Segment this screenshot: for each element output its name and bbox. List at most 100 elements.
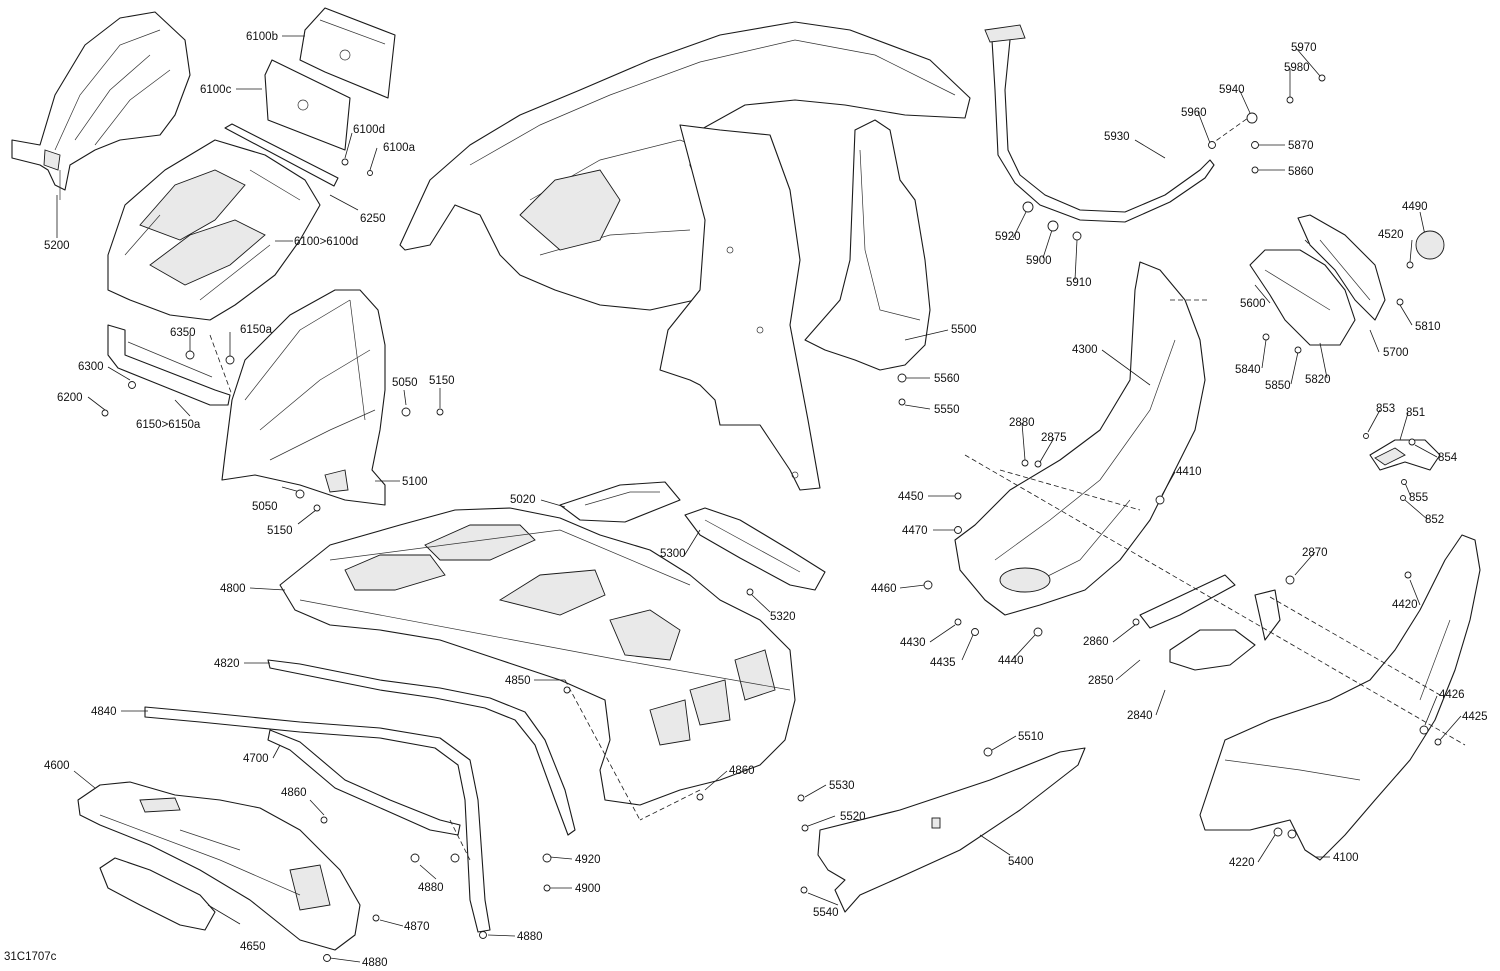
callout-5920: 5920 — [995, 231, 1021, 243]
callout-6100b: 6100b — [246, 31, 278, 43]
callout-4850: 4850 — [505, 675, 531, 687]
callout-5400: 5400 — [1008, 856, 1034, 868]
callout-labels: 5200 6100b 6100c 6100d 6100a 6250 6100>6… — [4, 31, 1488, 969]
callout-5300: 5300 — [660, 548, 686, 560]
callout-4700: 4700 — [243, 753, 269, 765]
side-cover-5500 — [804, 119, 931, 371]
tray-5020 — [559, 481, 681, 523]
callout-5050-top: 5050 — [392, 377, 418, 389]
callout-5550: 5550 — [934, 404, 960, 416]
cover-5300 — [684, 507, 826, 591]
callout-6100a: 6100a — [383, 142, 416, 154]
callout-5600: 5600 — [1240, 298, 1266, 310]
callout-4870: 4870 — [404, 921, 430, 933]
side-panel-5100 — [221, 289, 386, 506]
callout-6200: 6200 — [57, 392, 83, 404]
callout-5150-top: 5150 — [429, 375, 455, 387]
fender-4300 — [954, 261, 1206, 616]
callout-4440: 4440 — [998, 655, 1024, 667]
callout-6150-6150a: 6150>6150a — [136, 419, 201, 431]
callout-5200: 5200 — [44, 240, 70, 252]
fasteners — [101, 74, 1445, 962]
callout-4450: 4450 — [898, 491, 924, 503]
rear-fender-4100 — [1199, 534, 1481, 861]
callout-5870: 5870 — [1288, 140, 1314, 152]
callout-4880-bottom: 4880 — [362, 957, 388, 969]
callout-6100-6100d: 6100>6100d — [294, 236, 358, 248]
cover-plate-6100b — [299, 7, 396, 99]
callout-4430: 4430 — [900, 637, 926, 649]
callout-6250: 6250 — [360, 213, 386, 225]
part-drawings — [11, 7, 1481, 951]
bracket-6150 — [107, 324, 231, 406]
callout-4490: 4490 — [1402, 201, 1428, 213]
callout-5860: 5860 — [1288, 166, 1314, 178]
callout-4650: 4650 — [240, 941, 266, 953]
callout-6100d: 6100d — [353, 124, 385, 136]
bracket-2840 — [1139, 574, 1281, 671]
callout-5560: 5560 — [934, 373, 960, 385]
callout-4410: 4410 — [1176, 466, 1202, 478]
callout-5320: 5320 — [770, 611, 796, 623]
callout-4425: 4425 — [1462, 711, 1488, 723]
callout-2870: 2870 — [1302, 547, 1328, 559]
side-panel-5200 — [11, 11, 191, 200]
rail-tubes — [144, 659, 576, 933]
callout-5840: 5840 — [1235, 364, 1261, 376]
callout-4460: 4460 — [871, 583, 897, 595]
callout-4820: 4820 — [214, 658, 240, 670]
callout-2875: 2875 — [1041, 432, 1067, 444]
grab-bar-5930 — [984, 24, 1215, 223]
callout-5700: 5700 — [1383, 347, 1409, 359]
callout-4880-right: 4880 — [517, 931, 543, 943]
main-frame — [399, 21, 971, 491]
callout-5850: 5850 — [1265, 380, 1291, 392]
callout-6100c: 6100c — [200, 84, 232, 96]
callout-4520: 4520 — [1378, 229, 1404, 241]
callout-854: 854 — [1438, 452, 1458, 464]
callout-6150a: 6150a — [240, 324, 273, 336]
rear-rack-4800 — [279, 507, 796, 806]
tail-light-assembly — [1249, 214, 1386, 346]
cover-plate-6100c — [264, 59, 351, 151]
callout-4800: 4800 — [220, 583, 246, 595]
callout-855: 855 — [1409, 492, 1428, 504]
callout-4860-left: 4860 — [281, 787, 307, 799]
strip-6250 — [224, 123, 339, 187]
callout-6350: 6350 — [170, 327, 196, 339]
callout-4220: 4220 — [1229, 857, 1255, 869]
callout-851: 851 — [1406, 407, 1425, 419]
callout-5520: 5520 — [840, 811, 866, 823]
callout-5530: 5530 — [829, 780, 855, 792]
callout-5970: 5970 — [1291, 42, 1317, 54]
callout-2860: 2860 — [1083, 636, 1109, 648]
callout-5510: 5510 — [1018, 731, 1044, 743]
top-panel-6100 — [107, 139, 321, 321]
step-panel-4600 — [77, 781, 361, 951]
callout-4420: 4420 — [1392, 599, 1418, 611]
leader-lines — [56, 35, 1462, 963]
callout-4600: 4600 — [44, 760, 70, 772]
callout-4920: 4920 — [575, 854, 601, 866]
light-851 — [1369, 439, 1441, 471]
callout-4860-right: 4860 — [729, 765, 755, 777]
callout-5050-bottom: 5050 — [252, 501, 278, 513]
callout-4435: 4435 — [930, 657, 956, 669]
callout-5940: 5940 — [1219, 84, 1245, 96]
callout-6300: 6300 — [78, 361, 104, 373]
callout-4840: 4840 — [91, 706, 117, 718]
callout-4880-mid: 4880 — [418, 882, 444, 894]
callout-5900: 5900 — [1026, 255, 1052, 267]
callout-5150-bottom: 5150 — [267, 525, 293, 537]
reference-code: 31C1707c — [4, 951, 57, 963]
callout-5980: 5980 — [1284, 62, 1310, 74]
lower-panel-4650 — [99, 857, 216, 931]
callout-5930: 5930 — [1104, 131, 1130, 143]
callout-5540: 5540 — [813, 907, 839, 919]
callout-4470: 4470 — [902, 525, 928, 537]
callout-5820: 5820 — [1305, 374, 1331, 386]
callout-4900: 4900 — [575, 883, 601, 895]
callout-5100: 5100 — [402, 476, 428, 488]
callout-5020: 5020 — [510, 494, 536, 506]
